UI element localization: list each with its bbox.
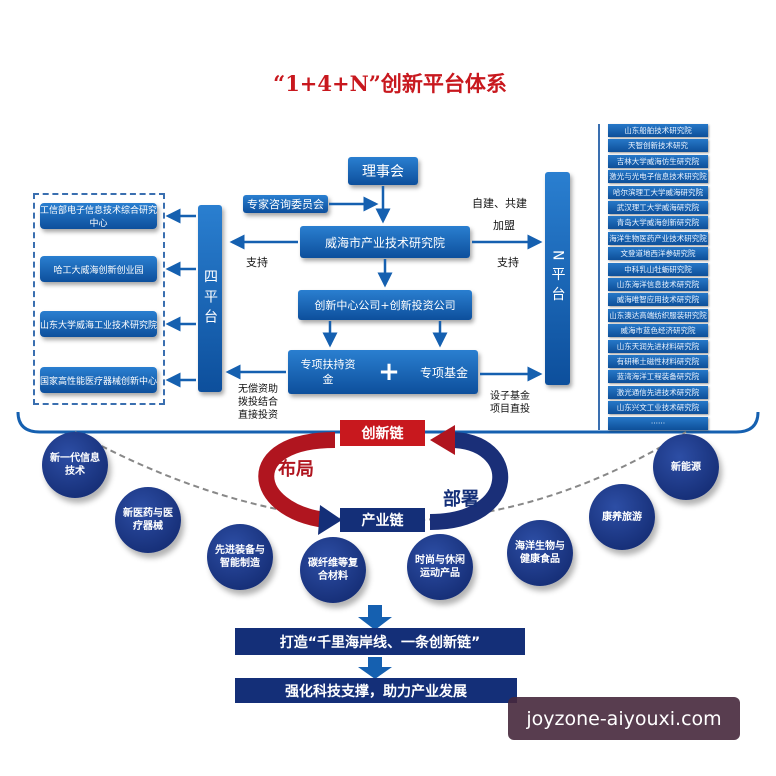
- right-institute-item: 山东海洋信息技术研究院: [608, 278, 708, 291]
- plus-sign: +: [378, 357, 400, 387]
- n-platform-bar: N平台: [545, 172, 570, 385]
- fund-special-label: 专项基金: [419, 365, 468, 380]
- right-institute-item: 中科乳山牡蛎研究院: [608, 262, 708, 276]
- support-right-label: 支持: [497, 256, 519, 269]
- right-institute-item: 蓝湾海洋工程装备研究院: [608, 370, 708, 384]
- left-platform-3: 山东大学威海工业技术研究院: [40, 311, 157, 337]
- right-institute-item: 山东兴文工业技术研究院: [608, 401, 708, 415]
- right-institute-item: 威海市蓝色经济研究院: [608, 324, 708, 338]
- support-left-label: 支持: [246, 256, 268, 269]
- left-platform-2: 哈工大威海创新创业园: [40, 256, 157, 282]
- right-institute-item: 激光与光电子信息技术研究院: [608, 170, 708, 184]
- subfund-label: 设子基金 项目直投: [490, 390, 530, 416]
- council-box: 理事会: [348, 157, 418, 185]
- subfund-line-1: 设子基金: [490, 391, 530, 402]
- right-institute-item: 有研稀土磁性材料研究院: [608, 355, 708, 368]
- join-label: 加盟: [493, 219, 515, 232]
- right-institute-item: 威海唯智应用技术研究院: [608, 293, 708, 307]
- fund-box: 专项扶持资金 + 专项基金: [288, 350, 478, 394]
- layout-label: 布局: [278, 459, 314, 480]
- industry-circle-4: 碳纤维等复合材料: [300, 537, 366, 603]
- company-box: 创新中心公司+创新投资公司: [298, 290, 472, 320]
- right-institute-item: 文登道地西洋参研究院: [608, 247, 708, 261]
- right-institute-item: 武汉理工大学威海研究院: [608, 201, 708, 214]
- left-platform-1: 工信部电子信息技术综合研究中心: [40, 203, 157, 229]
- watermark: joyzone-aiyouxi.com: [508, 697, 740, 740]
- build-label: 自建、共建: [472, 197, 527, 210]
- funding-line-2: 拨投结合: [238, 397, 278, 408]
- industry-circle-3: 先进装备与智能制造: [207, 524, 273, 590]
- expert-committee-box: 专家咨询委员会: [243, 195, 328, 213]
- right-institute-item: 哈尔滨理工大学威海研究院: [608, 185, 708, 199]
- funding-line-1: 无偿资助: [238, 384, 278, 395]
- right-institute-item: 山东天润先进材料研究院: [608, 339, 708, 353]
- right-institute-item: 青岛大学威海创新研究院: [608, 216, 708, 230]
- industry-circle-1: 新一代信息技术: [42, 432, 108, 498]
- industry-circle-2: 新医药与医疗器械: [115, 487, 181, 553]
- right-institute-item: 吉林大学威海仿生研究院: [608, 154, 708, 168]
- industry-circle-6: 海洋生物与健康食品: [507, 520, 573, 586]
- fund-support-label: 专项扶持资金: [300, 358, 356, 386]
- funding-line-3: 直接投资: [238, 410, 278, 421]
- banner-support: 强化科技支撑，助力产业发展: [235, 678, 517, 703]
- innovation-chain-box: 创新链: [340, 420, 425, 446]
- right-list-bracket: [598, 124, 608, 430]
- left-platform-4: 国家高性能医疗器械创新中心: [40, 367, 157, 393]
- institute-box: 威海市产业技术研究院: [300, 226, 470, 258]
- right-institute-item: ······: [608, 416, 708, 430]
- industry-circle-5: 时尚与休闲运动产品: [407, 534, 473, 600]
- page-title: “1+4+N”创新平台体系: [273, 71, 507, 96]
- funding-label: 无偿资助 拨投结合 直接投资: [238, 383, 278, 422]
- subfund-line-2: 项目直投: [490, 404, 530, 415]
- right-institute-item: 天智创新技术研究: [608, 139, 708, 153]
- left-group-border: [33, 193, 165, 405]
- banner-coastline: 打造“千里海岸线、一条创新链”: [235, 628, 525, 655]
- right-institute-item: 激光通信先进技术研究院: [608, 385, 708, 399]
- deploy-label: 部署: [443, 489, 479, 510]
- right-institute-item: 山东澳达高端纺织服装研究院: [608, 308, 708, 322]
- four-platform-bar: 四平台: [198, 205, 222, 392]
- right-institute-item: 海洋生物医药产业技术研究院: [608, 231, 708, 245]
- industry-circle-7: 康养旅游: [589, 484, 655, 550]
- industry-circle-8: 新能源: [653, 434, 719, 500]
- industry-chain-box: 产业链: [340, 508, 425, 532]
- right-institute-item: 山东船舶技术研究院: [608, 124, 708, 137]
